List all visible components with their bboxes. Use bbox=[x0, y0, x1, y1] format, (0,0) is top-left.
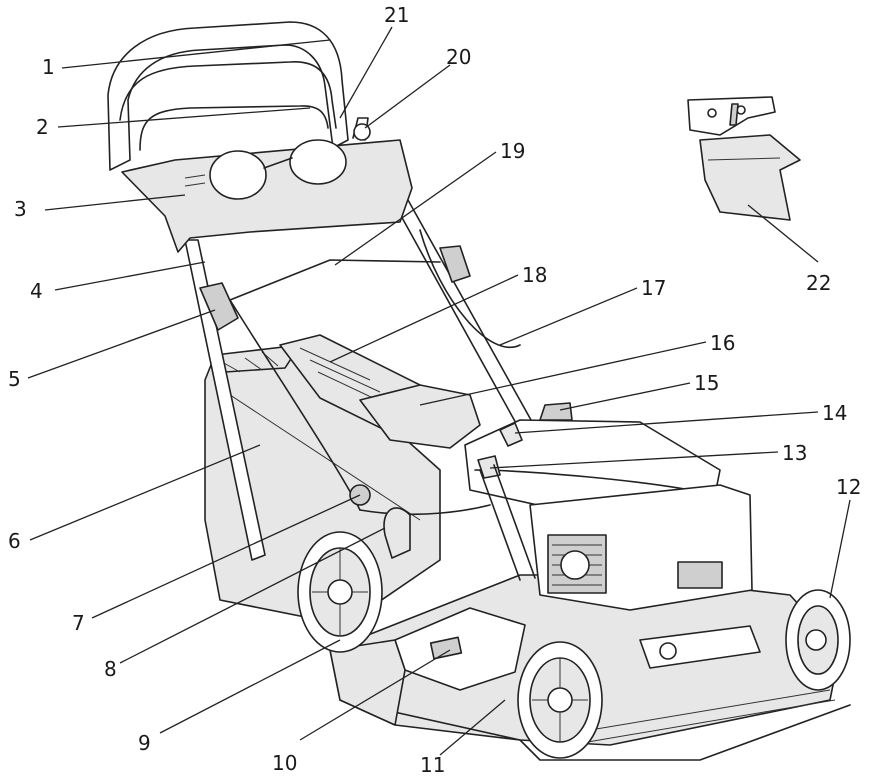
leader-12 bbox=[829, 499, 851, 599]
callout-17: 17 bbox=[641, 276, 666, 300]
leader-21 bbox=[339, 26, 393, 119]
callout-4: 4 bbox=[30, 279, 43, 303]
callout-21: 21 bbox=[384, 3, 409, 27]
callout-7: 7 bbox=[72, 611, 85, 635]
mulching-plug-detail bbox=[687, 96, 801, 221]
leader-3 bbox=[44, 194, 186, 211]
callout-11: 11 bbox=[420, 753, 445, 777]
leader-17 bbox=[499, 287, 638, 346]
front-right-wheel bbox=[785, 589, 851, 691]
leader-11 bbox=[439, 699, 506, 756]
callout-12: 12 bbox=[836, 475, 861, 499]
callout-22: 22 bbox=[806, 271, 831, 295]
leader-8 bbox=[119, 527, 386, 664]
leader-19 bbox=[334, 151, 497, 266]
callout-19: 19 bbox=[500, 139, 525, 163]
cables bbox=[229, 229, 536, 581]
front-left-wheel bbox=[517, 641, 603, 759]
leader-22 bbox=[747, 204, 819, 263]
leader-1 bbox=[61, 39, 331, 69]
leader-16 bbox=[419, 341, 707, 406]
callout-8: 8 bbox=[104, 657, 117, 681]
callout-16: 16 bbox=[710, 331, 735, 355]
control-console bbox=[121, 117, 413, 253]
leader-15 bbox=[559, 382, 691, 411]
callout-2: 2 bbox=[36, 115, 49, 139]
leader-lines bbox=[27, 26, 851, 756]
leader-13 bbox=[489, 451, 779, 469]
leader-10 bbox=[299, 649, 451, 741]
callout-18: 18 bbox=[522, 263, 547, 287]
rear-left-wheel bbox=[297, 531, 383, 653]
callout-20: 20 bbox=[446, 45, 471, 69]
leader-6 bbox=[29, 444, 261, 541]
callout-14: 14 bbox=[822, 401, 847, 425]
engine-cover bbox=[464, 402, 753, 611]
callout-5: 5 bbox=[8, 367, 21, 391]
leader-20 bbox=[364, 64, 451, 129]
callout-6: 6 bbox=[8, 529, 21, 553]
callout-3: 3 bbox=[14, 197, 27, 221]
leader-2 bbox=[57, 107, 311, 128]
leader-4 bbox=[54, 261, 206, 291]
leader-18 bbox=[329, 274, 519, 363]
leader-7 bbox=[91, 494, 361, 619]
callout-labels: 1 2 3 4 5 6 7 8 9 10 11 12 13 14 15 16 1… bbox=[8, 3, 861, 777]
rear-flap bbox=[329, 607, 526, 726]
leader-5 bbox=[27, 309, 216, 379]
callout-9: 9 bbox=[138, 731, 151, 755]
callout-15: 15 bbox=[694, 371, 719, 395]
callout-1: 1 bbox=[42, 55, 55, 79]
callout-13: 13 bbox=[782, 441, 807, 465]
callout-10: 10 bbox=[272, 751, 297, 775]
leader-9 bbox=[159, 639, 341, 734]
leader-14 bbox=[514, 411, 819, 434]
